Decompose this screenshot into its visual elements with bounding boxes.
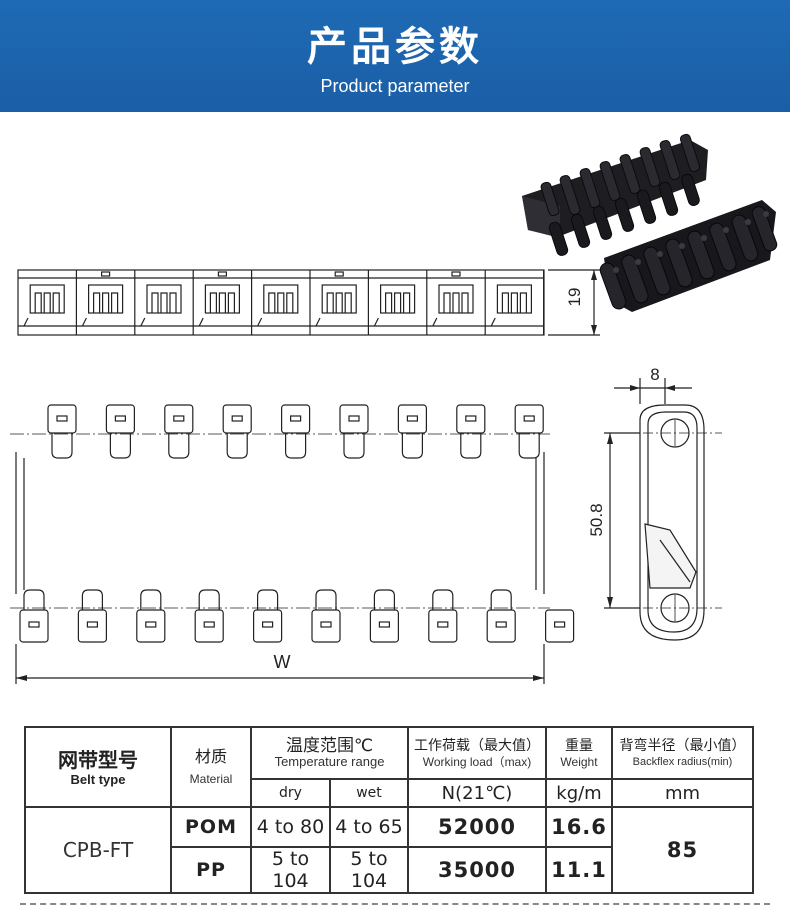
table-row: CPB-FT POM 4 to 80 4 to 65 52000 16.6 85	[24, 806, 754, 894]
technical-drawing: 19 W	[10, 133, 778, 684]
header-load-unit: N(21℃)	[407, 778, 547, 808]
side-view-cell	[432, 270, 486, 335]
side-view-cell	[315, 270, 369, 335]
bottom-knuckle	[136, 589, 166, 643]
side-view-cell	[198, 270, 253, 335]
bottom-knuckle	[194, 589, 224, 643]
table-row: PP 5 to 104 5 to 104 35000 11.1	[25, 846, 753, 894]
bottom-knuckle	[77, 589, 108, 643]
weight-cell: 11.1	[545, 846, 613, 894]
header-material: 材质 Material	[170, 726, 252, 808]
material-cell: POM	[170, 806, 252, 848]
working-load-cell: 35000	[407, 846, 547, 894]
page-title: 产品参数	[307, 24, 483, 70]
top-knuckle	[514, 404, 544, 459]
bottom-knuckle	[19, 589, 49, 643]
temp-dry-cell: 4 to 80	[250, 806, 331, 848]
bottom-knuckle	[311, 589, 341, 643]
header-weight-unit: kg/m	[545, 778, 613, 808]
material-cell: PP	[170, 846, 252, 894]
bottom-knuckle	[253, 589, 283, 643]
temp-dry-cell: 5 to 104	[250, 846, 331, 894]
top-knuckle	[456, 404, 486, 459]
side-view-cell	[373, 270, 428, 335]
header-temperature: 温度范围℃ Temperature range	[250, 726, 409, 780]
bottom-knuckle	[369, 589, 399, 643]
product-photo	[522, 133, 778, 312]
backflex-radius-cell: 85	[611, 806, 754, 894]
header-working-load: 工作荷载（最大值） Working load（max)	[407, 726, 547, 780]
header-backflex-unit: mm	[611, 778, 754, 808]
side-view-drawing	[17, 269, 600, 336]
working-load-cell: 52000	[407, 806, 547, 848]
side-view-cell	[490, 270, 545, 335]
header-backflex: 背弯半径（最小值） Backflex radius(min)	[611, 726, 754, 780]
top-knuckle	[339, 404, 369, 459]
header-belt-type: 网带型号 Belt type	[24, 726, 172, 808]
page-header: 产品参数 Product parameter	[0, 0, 790, 112]
link-profile-drawing	[604, 378, 722, 641]
header-temp-dry: dry	[250, 778, 331, 808]
side-view-cell	[23, 270, 78, 335]
page-subtitle: Product parameter	[320, 76, 470, 96]
dashed-divider	[20, 903, 770, 905]
dimension-width: W	[274, 652, 291, 672]
top-knuckle	[397, 404, 427, 459]
top-knuckle	[164, 404, 194, 459]
dimension-height: 19	[565, 288, 584, 307]
bottom-knuckle	[428, 589, 458, 643]
spec-table: 网带型号 Belt type 材质 Material 温度范围℃ Tempera…	[24, 726, 754, 894]
top-knuckle	[105, 404, 136, 459]
bottom-knuckle	[544, 609, 575, 643]
dimension-thickness: 8	[650, 365, 659, 384]
side-view-cell	[257, 270, 311, 335]
belt-model: CPB-FT	[24, 806, 172, 894]
plan-view-drawing	[10, 404, 575, 684]
top-knuckle	[222, 404, 252, 459]
top-knuckle	[47, 404, 77, 459]
weight-cell: 16.6	[545, 806, 613, 848]
side-view-cell	[140, 270, 194, 335]
header-temp-wet: wet	[329, 778, 409, 808]
temp-wet-cell: 5 to 104	[329, 846, 409, 894]
dimension-pitch: 50.8	[587, 503, 606, 536]
temp-wet-cell: 4 to 65	[329, 806, 409, 848]
side-view-cell	[81, 270, 136, 335]
header-weight: 重量 Weight	[545, 726, 613, 780]
bottom-knuckle	[486, 589, 516, 643]
top-knuckle	[281, 404, 311, 459]
